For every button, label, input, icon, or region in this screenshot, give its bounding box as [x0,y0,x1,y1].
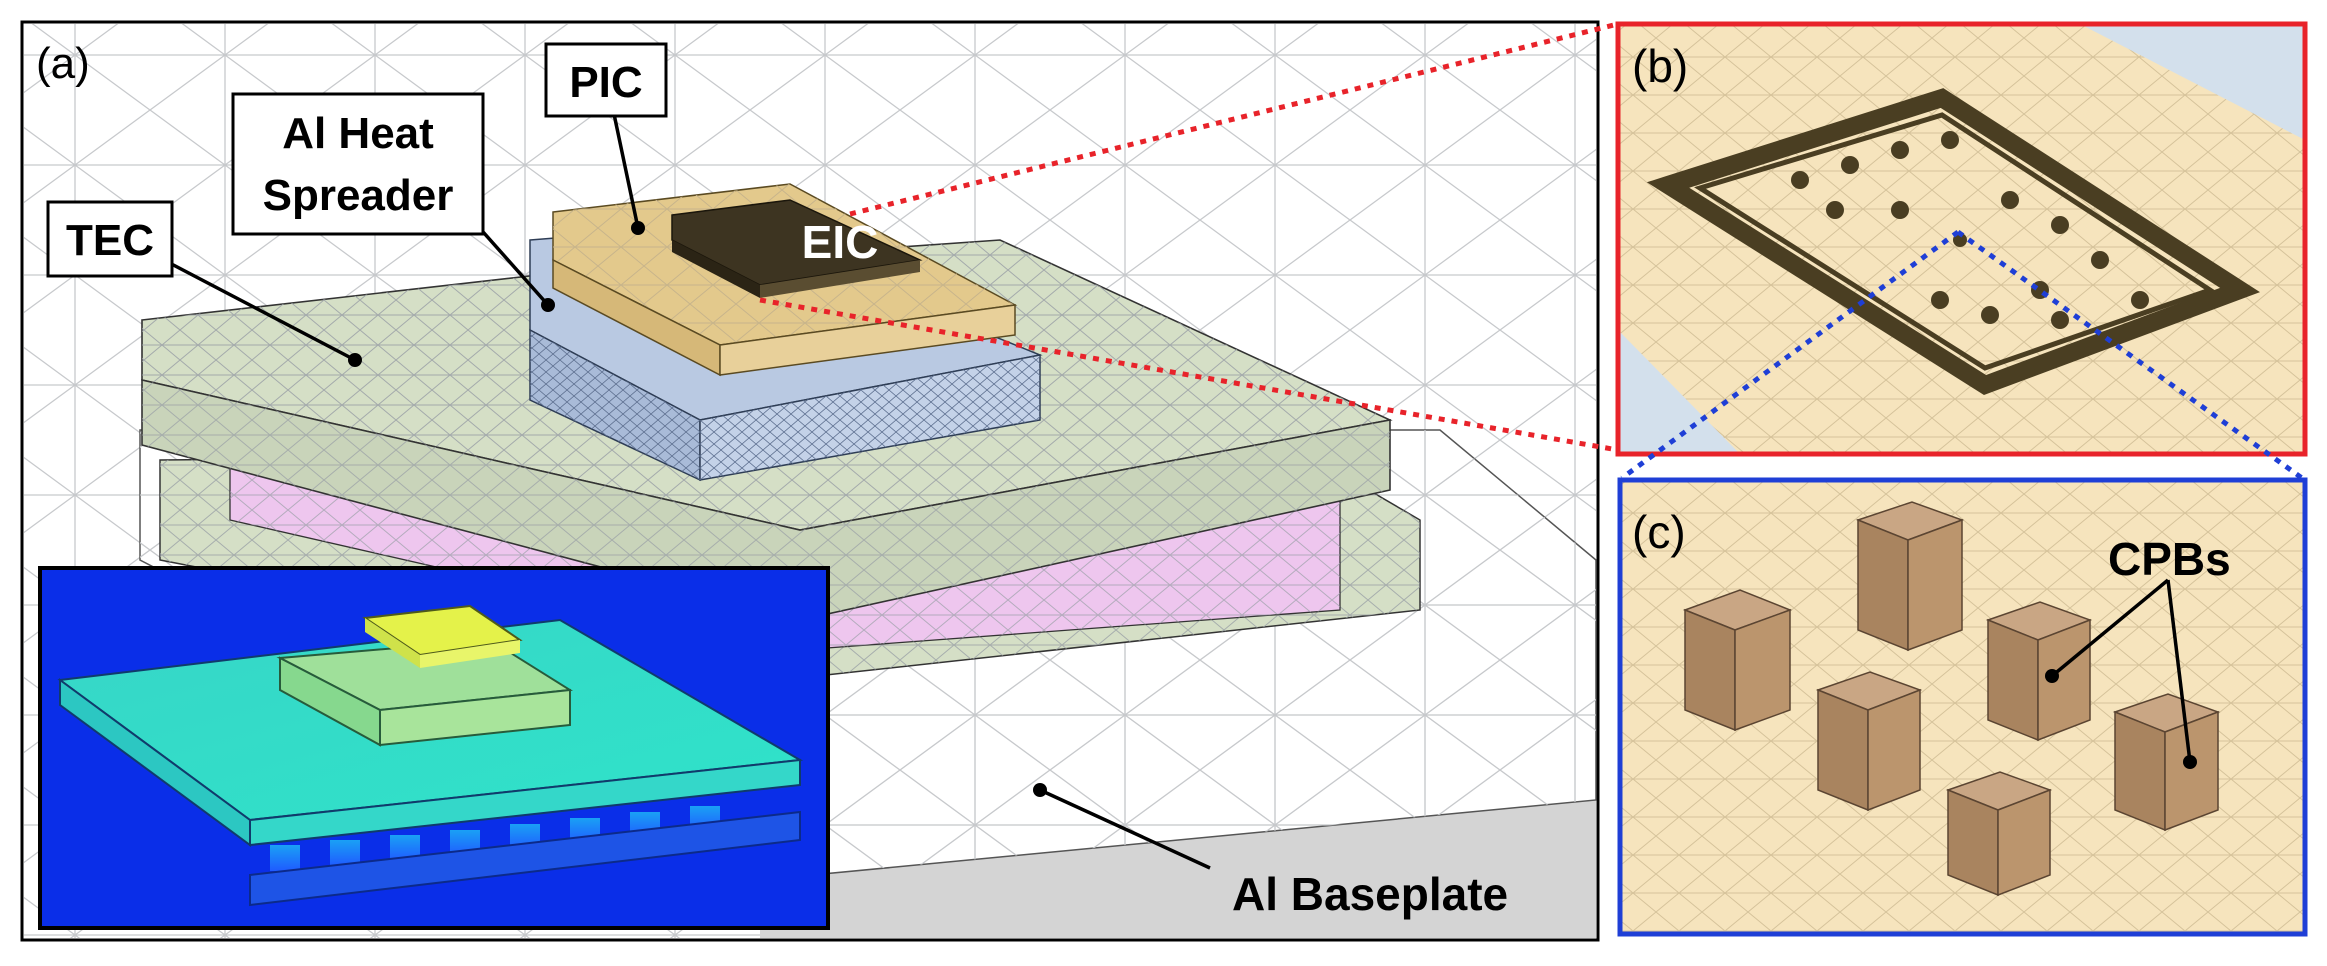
cpb-5 [1945,771,2053,897]
tec-label-box [46,200,174,278]
cpbs-leaders [2045,578,2197,769]
baseplate-label: Al Baseplate [1232,868,1508,920]
cpb-1 [1682,589,1793,732]
eic-chip [671,199,923,298]
panel-a: (a) PIC Al Heat Spreader TEC EIC Al Base… [20,20,1600,942]
tec-leader [159,256,356,362]
cpb-4 [1985,601,2093,742]
cpbs-label: CPBs [2108,533,2231,585]
panel-b: (b) [1615,21,2308,457]
panel-a-label: (a) [36,39,90,88]
baseplate-leader [1039,788,1211,870]
panel-b-label: (b) [1632,40,1688,92]
panel-c: (c) CPBs [1617,477,2308,937]
pic-label: PIC [569,58,642,107]
pic-label-box [544,42,668,118]
cpb-array [1682,501,2221,897]
zoom-link-b-to-c [1620,229,2304,481]
heat-spreader-label-line1: Al Heat [282,109,434,158]
heat-spreader-label-box [231,92,485,236]
panel-c-frame [1617,477,2308,937]
eic-footprint [1646,88,2260,395]
eic-label: EIC [802,216,879,268]
panel-b-frame [1615,21,2308,457]
tec-label: TEC [66,216,154,265]
cpb-6 [2112,693,2221,832]
cpb-3 [1815,671,1923,812]
thermal-inset [38,566,830,930]
zoom-link-a-to-b [759,21,1619,453]
cpb-2 [1855,501,1965,652]
panel-c-label: (c) [1632,506,1686,558]
heat-spreader-label-line2: Spreader [263,171,454,220]
